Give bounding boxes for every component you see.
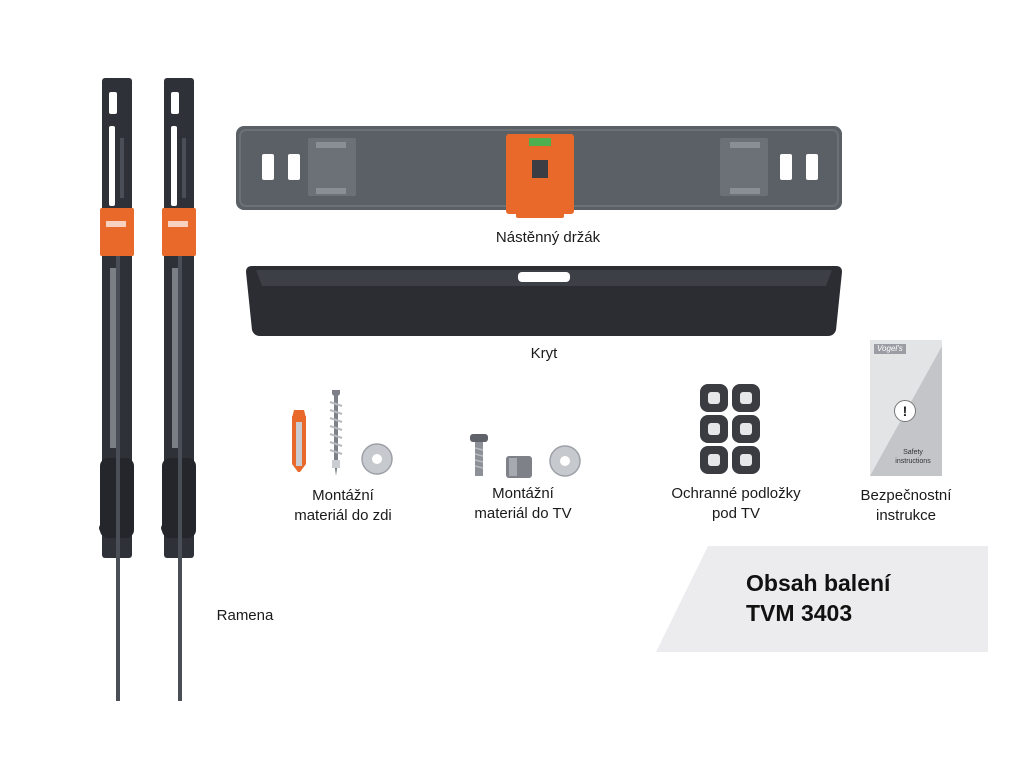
booklet-brand: Vogel's	[874, 344, 906, 354]
protective-pads-label: Ochranné podložky pod TV	[671, 485, 801, 522]
wood-screw-icon	[329, 390, 343, 476]
warning-icon: !	[894, 400, 916, 422]
title-panel	[656, 546, 988, 652]
wall-bracket	[236, 126, 842, 218]
protective-pads-icon	[700, 384, 760, 474]
arms-label: Ramena	[216, 607, 274, 624]
safety-instructions-label: Bezpečnostní instrukce	[860, 487, 952, 524]
safety-booklet: Vogel's ! Safety instructions	[870, 340, 942, 476]
tv-hardware-label: Montážní materiál do TV	[474, 485, 572, 522]
title-line-1: Obsah balení	[746, 570, 891, 596]
package-contents-title: Obsah balení TVM 3403	[746, 568, 890, 628]
mounting-arm-right	[161, 78, 196, 701]
spacer-icon	[506, 456, 532, 478]
washer-icon	[361, 443, 393, 475]
wall-bracket-label: Nástěnný držák	[495, 229, 601, 246]
mounting-arm-left	[99, 78, 134, 701]
title-line-2: TVM 3403	[746, 600, 853, 626]
tv-washer-icon	[549, 445, 581, 477]
cover-strip	[246, 266, 842, 336]
wall-anchor-icon	[292, 410, 306, 472]
bolt-icon	[470, 434, 488, 476]
wall-hardware-label: Montážní materiál do zdi	[294, 487, 392, 524]
cover-label: Kryt	[530, 345, 558, 362]
booklet-caption: Safety instructions	[895, 449, 931, 465]
